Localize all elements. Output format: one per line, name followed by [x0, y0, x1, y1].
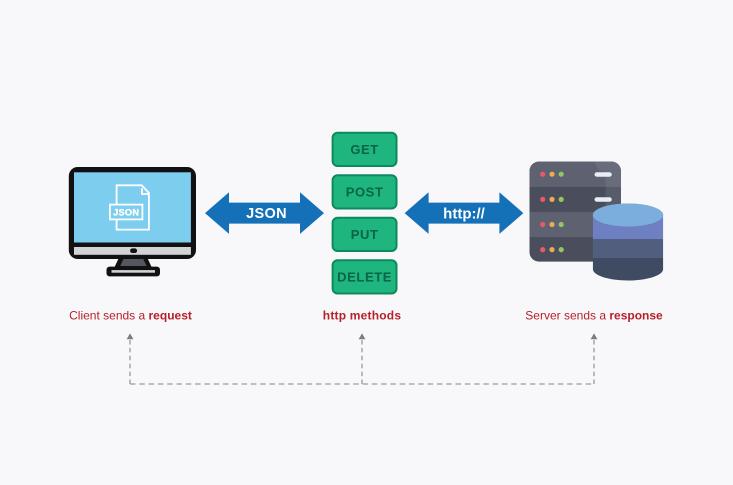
svg-text:DELETE: DELETE — [337, 269, 392, 284]
svg-text:Server sends a response: Server sends a response — [525, 309, 663, 323]
svg-text:POST: POST — [346, 184, 384, 199]
svg-text:GET: GET — [350, 142, 379, 157]
svg-text:http methods: http methods — [323, 309, 402, 323]
svg-text:Client sends a request: Client sends a request — [69, 309, 192, 323]
svg-text:JSON: JSON — [246, 206, 287, 222]
svg-text:http://: http:// — [443, 206, 485, 223]
svg-text:JSON: JSON — [113, 207, 139, 217]
svg-text:PUT: PUT — [351, 227, 379, 242]
